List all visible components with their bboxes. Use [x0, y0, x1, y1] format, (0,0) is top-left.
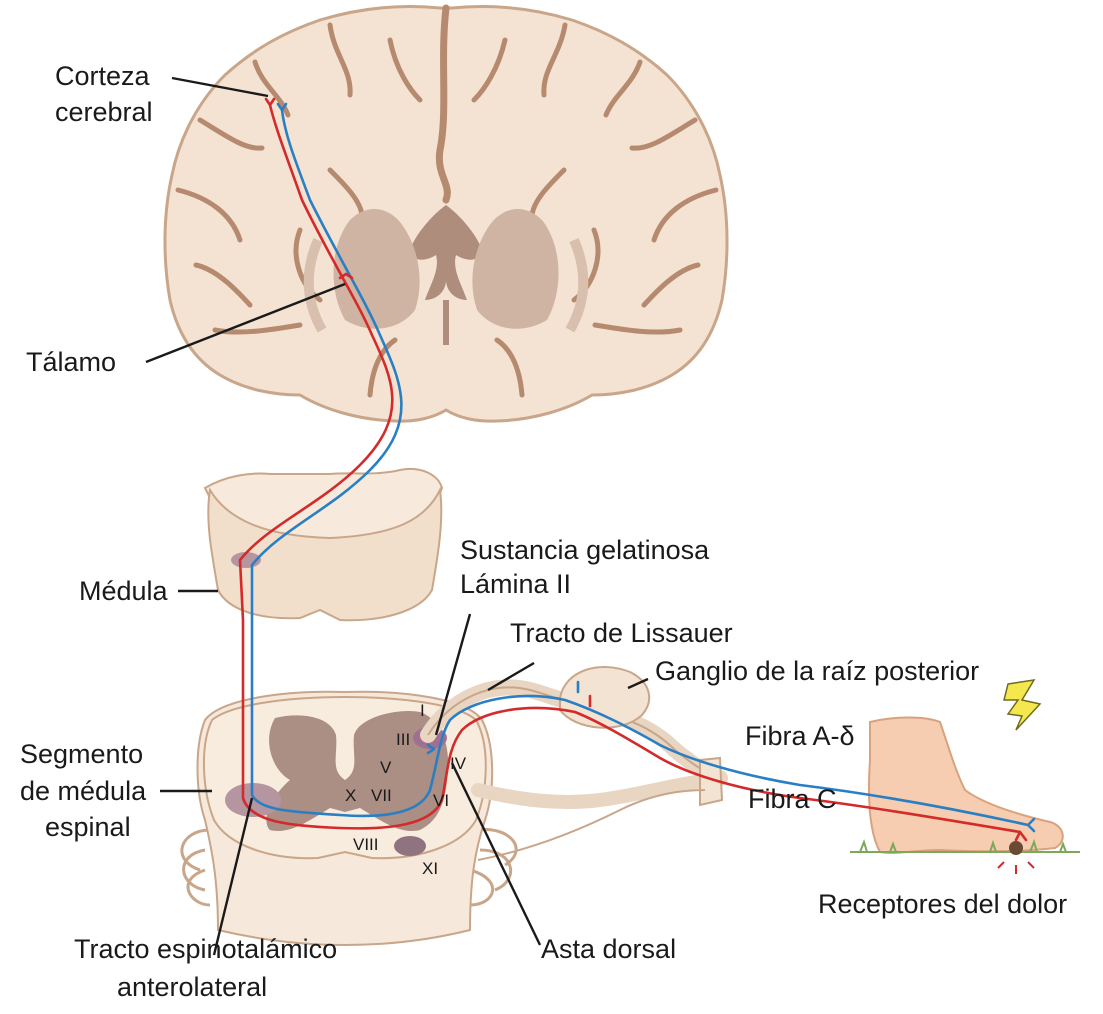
- medulla-block: [205, 469, 442, 620]
- label-lissauer: Tracto de Lissauer: [510, 618, 733, 648]
- pain-stimulus-object: [1009, 841, 1023, 855]
- label-medula: Médula: [79, 576, 169, 606]
- lamina-v: V: [380, 758, 392, 777]
- label-segmento-line1: Segmento: [20, 739, 143, 769]
- label-corteza-line1: Corteza: [55, 61, 151, 91]
- label-receptores: Receptores del dolor: [818, 889, 1067, 919]
- label-segmento-line3: espinal: [45, 812, 131, 842]
- lamina-iv: IV: [450, 754, 467, 773]
- lamina-viii: VIII: [353, 835, 379, 854]
- lamina-x: X: [345, 786, 356, 805]
- dorsal-root-ganglion: [560, 667, 649, 728]
- ventral-root: [478, 780, 710, 802]
- lamina-i: I: [420, 701, 425, 720]
- lightning-bolt-icon: [1004, 680, 1040, 730]
- label-tracto-line1: Tracto espinotalámico: [74, 934, 337, 964]
- label-corteza-line2: cerebral: [55, 97, 153, 127]
- spinal-cord-segment: [182, 692, 516, 945]
- label-sustancia-line1: Sustancia gelatinosa: [460, 535, 710, 565]
- lamina-vii: VII: [371, 786, 392, 805]
- lamina-iii: III: [396, 730, 410, 749]
- brain-coronal-section: [165, 7, 727, 422]
- spinal-nerve-rootlets: [182, 830, 210, 905]
- label-tracto-line2: anterolateral: [117, 972, 267, 1002]
- label-fibra-a-delta: Fibra A-δ: [745, 721, 855, 751]
- label-talamo: Tálamo: [26, 347, 116, 377]
- lamina-xi: XI: [422, 859, 438, 878]
- foot-outline: [869, 718, 1063, 853]
- label-ganglio: Ganglio de la raíz posterior: [655, 656, 979, 686]
- label-fibra-c: Fibra C: [748, 784, 837, 814]
- label-segmento-line2: de médula: [20, 776, 147, 806]
- pain-stimulus-lines: [998, 862, 1034, 874]
- label-asta-dorsal: Asta dorsal: [541, 934, 676, 964]
- lamina-vi: VI: [433, 791, 449, 810]
- foot: [850, 680, 1080, 874]
- lamina-xi-zone: [394, 836, 426, 856]
- label-sustancia-line2: Lámina II: [460, 569, 571, 599]
